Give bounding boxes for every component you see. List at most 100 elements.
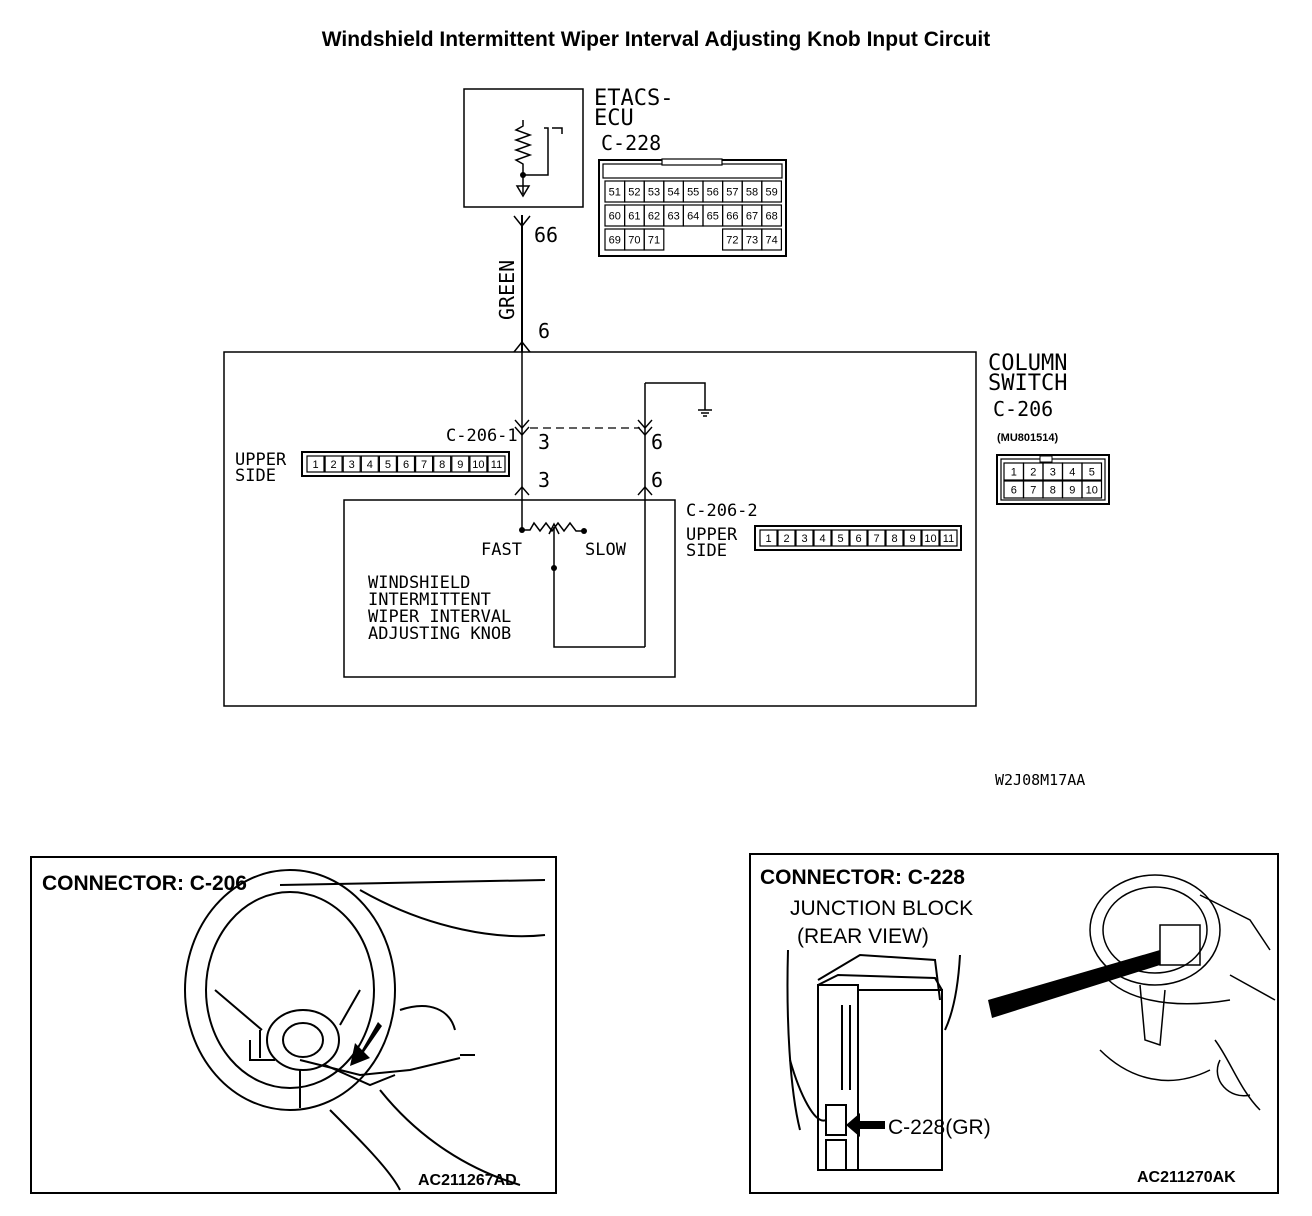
c206-1-pin-11-cell <box>487 455 506 473</box>
ecu-pin-51: 51 <box>609 186 621 198</box>
column-switch-pin-10-cell <box>1081 480 1103 499</box>
c206-1-pin-1: 1 <box>312 459 318 471</box>
c206-2-side-line1: UPPER <box>686 525 738 545</box>
c206-1-pin3: 3 <box>538 430 550 454</box>
column-switch-pin-5-cell <box>1081 462 1103 481</box>
ecu-pin-68: 68 <box>765 210 777 222</box>
c206-1-pin-10: 10 <box>472 459 484 471</box>
ecu-pin-52: 52 <box>628 186 640 198</box>
ecu-pin-65: 65 <box>707 210 719 222</box>
c228-callout-label: C-228(GR) <box>888 1116 991 1139</box>
pointer-beam <box>988 950 1160 1018</box>
panel-c206-code: AC211267AD <box>418 1172 517 1189</box>
c206-1-pin-6: 6 <box>403 459 409 471</box>
knob-fast-label: FAST <box>481 540 522 560</box>
ecu-pin-62: 62 <box>648 210 660 222</box>
c206-2-pin-2: 2 <box>783 533 789 545</box>
ecu-connector-id: C-228 <box>601 131 661 155</box>
c206-1-label: C-206-1 <box>446 426 518 446</box>
c206-2-pin-11-cell <box>939 529 958 547</box>
column-switch-pin-2: 2 <box>1030 466 1036 478</box>
c206-2-pin-8-cell <box>885 529 904 547</box>
c206-2-pin-3: 3 <box>801 533 807 545</box>
c206-1-pin-6-cell <box>396 455 416 473</box>
ecu-pin-53: 53 <box>648 186 660 198</box>
c206-2-pin3: 3 <box>538 468 550 492</box>
column-switch-pin-1: 1 <box>1011 466 1017 478</box>
ecu-pin-67: 67 <box>746 210 758 222</box>
c206-1-pin-2-cell <box>324 455 343 473</box>
ecu-pin-72: 72 <box>726 234 738 246</box>
knob-wiper-arrow <box>548 522 560 568</box>
knob-name-line4: ADJUSTING KNOB <box>368 624 511 644</box>
ecu-pin-59: 59 <box>765 186 777 198</box>
column-switch-part-number: (MU801514) <box>997 432 1058 444</box>
c206-1-pin3-arrow <box>514 419 530 437</box>
ecu-pin-74: 74 <box>765 234 777 246</box>
ecu-internal-ground-symbol <box>515 185 531 198</box>
ecu-name-line2: ECU <box>594 106 634 131</box>
c206-1-pin-3: 3 <box>349 459 355 471</box>
c206-2-pin-2-cell <box>777 529 796 547</box>
junction-block-view: (REAR VIEW) <box>797 925 929 948</box>
column-switch-pin-6: 6 <box>1011 484 1017 496</box>
c206-2-pin-4-cell <box>813 529 832 547</box>
c206-2-pin-7: 7 <box>873 533 879 545</box>
c206-2-pin-10-cell <box>921 529 940 547</box>
c206-1-pin-4: 4 <box>367 459 373 471</box>
c206-2-pin6: 6 <box>651 468 663 492</box>
c206-1-pin-2: 2 <box>331 459 337 471</box>
column-switch-pin-4: 4 <box>1069 466 1075 478</box>
ecu-pin-57: 57 <box>726 186 738 198</box>
knob-slow-label: SLOW <box>585 540 627 560</box>
column-switch-name-line2: SWITCH <box>988 371 1067 396</box>
c206-2-pin-6: 6 <box>855 533 861 545</box>
c206-1-pin-7: 7 <box>421 459 427 471</box>
c206-1-pin-8: 8 <box>439 459 445 471</box>
ecu-pin-63: 63 <box>667 210 679 222</box>
c206-2-pin-7-cell <box>867 529 886 547</box>
c206-2-pin6-arrow <box>637 485 653 496</box>
c206-1-pin-4-cell <box>360 455 379 473</box>
column-switch-pin-5: 5 <box>1089 466 1095 478</box>
ecu-pin-71-cell <box>643 228 665 251</box>
fast-terminal <box>519 527 525 533</box>
steering-wheel-illustration <box>184 869 546 1191</box>
c206-1-pin-9: 9 <box>457 459 463 471</box>
ecu-output-pin: 66 <box>534 223 558 247</box>
knob-potentiometer <box>522 521 584 533</box>
panel-c228-title: CONNECTOR: C-228 <box>760 866 965 889</box>
junction-block-label: JUNCTION BLOCK <box>790 897 973 920</box>
c206-1-side-line1: UPPER <box>235 450 287 470</box>
ecu-internal-switch <box>523 127 563 176</box>
panel-c206-title: CONNECTOR: C-206 <box>42 872 247 895</box>
c206-2-pin-1: 1 <box>765 533 771 545</box>
ecu-box <box>463 88 584 208</box>
panel-c228-code: AC211270AK <box>1137 1169 1236 1186</box>
c206-1-pin-8-cell <box>433 455 452 473</box>
ecu-pin-73: 73 <box>746 234 758 246</box>
column-switch-pin-8: 8 <box>1050 484 1056 496</box>
c206-2-pin-9: 9 <box>909 533 915 545</box>
c206-2-pin-5: 5 <box>837 533 843 545</box>
knob-return-wire <box>553 568 645 648</box>
knob-name-line1: WINDSHIELD <box>368 573 470 593</box>
c206-1-pin-1-cell <box>306 455 325 473</box>
c228-callout-arrow <box>846 1113 885 1137</box>
c206-2-pin-6-cell <box>849 529 868 547</box>
c206-2-pin-9-cell <box>903 529 922 547</box>
knob-box <box>343 499 676 678</box>
c206-2-pin-8: 8 <box>891 533 897 545</box>
c206-1-pin6: 6 <box>651 430 663 454</box>
c206-2-pin-10: 10 <box>924 533 936 545</box>
ecu-pin-71: 71 <box>648 234 660 246</box>
column-switch-box <box>223 351 977 707</box>
column-switch-pin-3: 3 <box>1050 466 1056 478</box>
c206-1-pin-7-cell <box>415 455 434 473</box>
diagram-code: W2J08M17AA <box>995 771 1085 789</box>
c206-2-pin-4: 4 <box>819 533 825 545</box>
